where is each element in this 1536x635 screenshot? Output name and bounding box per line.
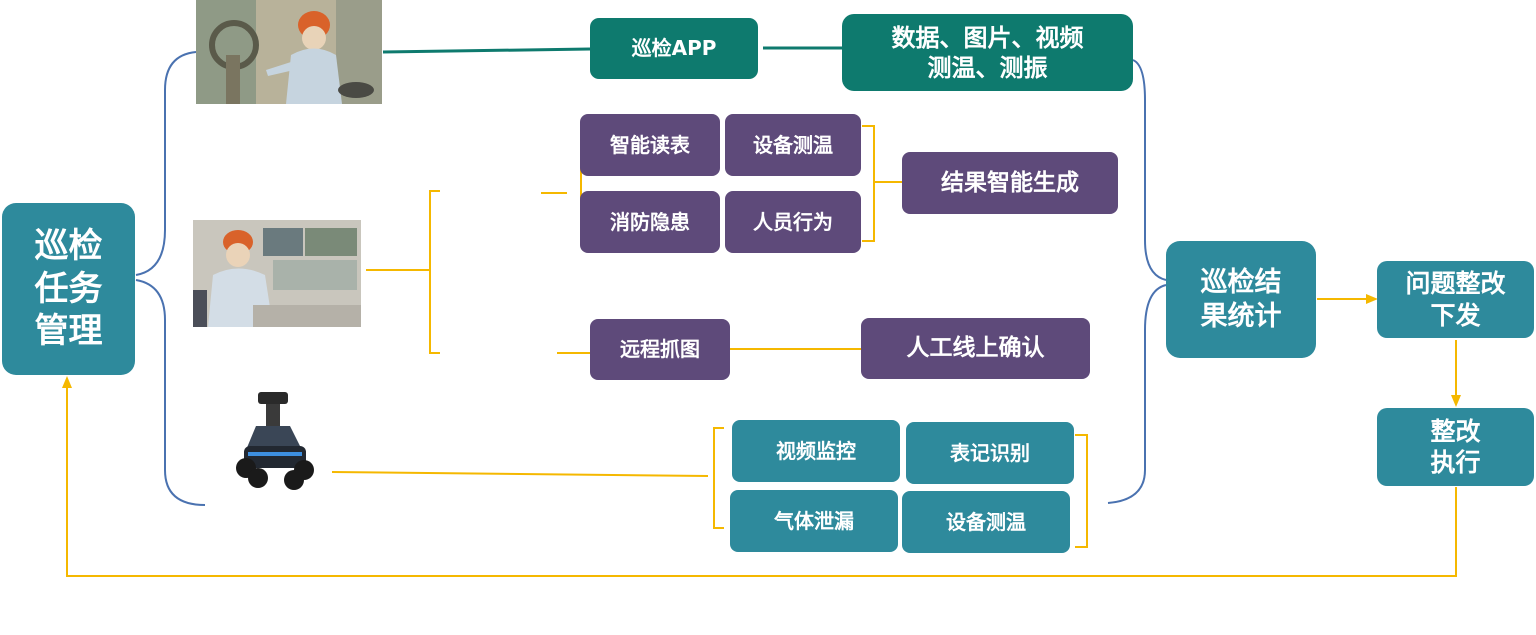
- manual-confirm-box: 人工线上确认: [861, 318, 1090, 379]
- right-brace-lower: [1107, 284, 1167, 504]
- robot-illustration: [206, 390, 332, 508]
- field-inspector-illustration: [196, 0, 382, 104]
- left-brace-lower: [135, 279, 206, 506]
- control-room-illustration: [193, 220, 361, 327]
- personnel-behavior-box: 人员行为: [725, 191, 861, 253]
- robot-equipment-temp-box: 设备测温: [902, 491, 1070, 553]
- inspection-app-box: 巡检APP: [590, 18, 758, 79]
- app-connector: [382, 47, 591, 54]
- inspection-stats-box: 巡检结 果统计: [1166, 241, 1316, 358]
- smart-meter-reading-box: 智能读表: [580, 114, 720, 176]
- rectify-exec-box: 整改 执行: [1377, 408, 1534, 486]
- robot-caption: 机器人巡检: [222, 494, 333, 519]
- feedback-loop: [66, 387, 1457, 577]
- left-brace: [135, 51, 197, 276]
- inspection-task-management: 巡检 任务 管理: [2, 203, 135, 375]
- issue-rectify-box: 问题整改 下发: [1377, 261, 1534, 338]
- fire-hazard-box: 消防隐患: [580, 191, 720, 253]
- auto-result-box: 结果智能生成: [902, 152, 1118, 214]
- right-brace: [1132, 59, 1167, 281]
- meter-recognition-box: 表记识别: [906, 422, 1074, 484]
- video-monitor-box: 视频监控: [732, 420, 900, 482]
- equipment-temp-box: 设备测温: [725, 114, 861, 176]
- app-output-box: 数据、图片、视频 测温、测振: [842, 14, 1133, 91]
- remote-capture-box: 远程抓图: [590, 319, 730, 380]
- gas-leak-box: 气体泄漏: [730, 490, 898, 552]
